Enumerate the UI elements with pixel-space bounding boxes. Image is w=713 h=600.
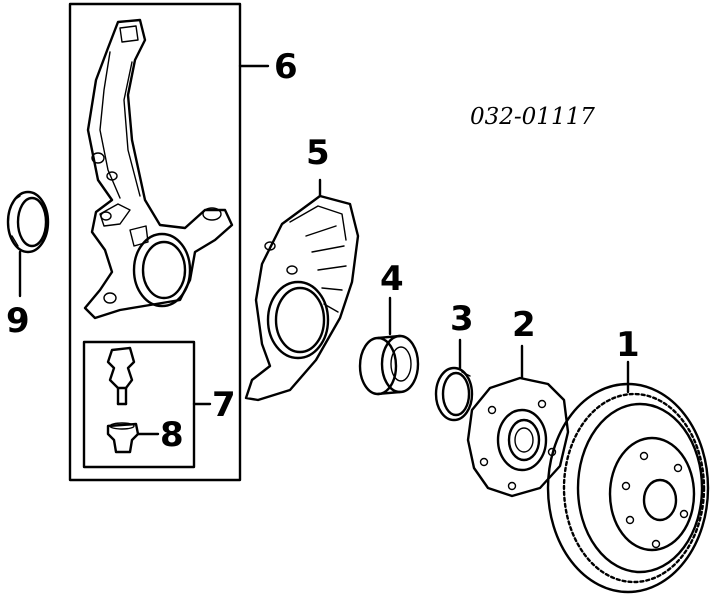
snap-ring: 3 <box>434 299 474 422</box>
callout-9: 9 <box>6 301 30 341</box>
callout-5: 5 <box>306 133 330 173</box>
callout-4: 4 <box>380 259 404 299</box>
dust-boot <box>106 422 140 454</box>
wheel-hub: 2 <box>466 305 570 498</box>
brake-rotor: 1 <box>546 325 710 594</box>
callout-8: 8 <box>160 415 184 455</box>
knuckle-assembly-box: 6 8 7 <box>68 2 298 482</box>
part-number: 032-01117 <box>470 104 595 130</box>
steering-knuckle <box>83 18 234 320</box>
callout-3: 3 <box>450 299 474 339</box>
callout-2: 2 <box>512 305 536 345</box>
callout-7: 7 <box>212 385 236 425</box>
callout-1: 1 <box>616 325 640 365</box>
callout-6: 6 <box>274 47 298 87</box>
wheel-bearing: 4 <box>358 259 420 396</box>
splash-shield: 5 <box>244 133 360 402</box>
seal-ring: 9 <box>6 190 50 341</box>
ball-joint <box>106 346 136 406</box>
knuckle-box-frame <box>68 2 242 482</box>
